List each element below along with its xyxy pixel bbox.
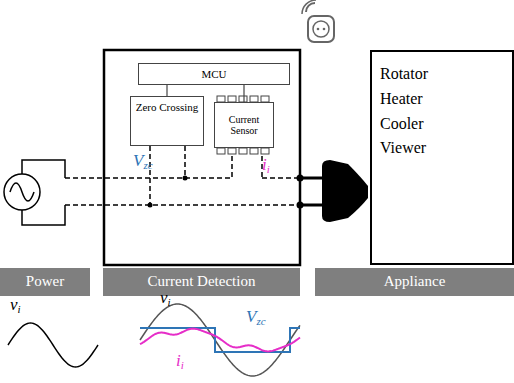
signal-name: vi (160, 289, 171, 308)
section-band: Current Detection (103, 268, 300, 296)
mains-wires (65, 146, 300, 205)
current-sensor-box: Current Sensor (214, 102, 274, 148)
sensor-pin (228, 148, 236, 154)
junction-dot (148, 203, 153, 208)
signal-name: vi (10, 296, 21, 315)
connector-line (243, 85, 244, 102)
plug-symbol (300, 160, 368, 222)
junction-dots (148, 175, 304, 209)
voltage-wave (8, 323, 98, 367)
node-text: Current Sensor (217, 114, 271, 137)
wifi-arc (306, 3, 315, 12)
socket-housing (308, 16, 334, 42)
signal-name: ii (176, 352, 184, 371)
plug-prong (300, 178, 324, 205)
voltage-wave (140, 304, 300, 376)
neutral-wire (65, 204, 300, 206)
ac-source-symbol (4, 174, 40, 210)
socket-face (313, 21, 329, 37)
sensor-pin (261, 148, 269, 154)
zc-wire (184, 146, 186, 178)
node-text: Appliance (384, 273, 446, 290)
node-text: Zero Crossing (136, 101, 199, 114)
ac-source-wave (10, 183, 34, 201)
socket-hole (317, 28, 320, 31)
smart-plug-icon (302, 0, 334, 42)
connector-line (166, 85, 167, 96)
appliance-box: Rotator Heater Cooler Viewer (370, 50, 514, 265)
mcu-box: MCU (138, 63, 290, 85)
node-text: Power (26, 273, 64, 290)
plug-body (322, 160, 368, 222)
signal-name: Vzc (133, 152, 153, 171)
device-housing (104, 50, 300, 265)
sensor-pin (217, 148, 225, 154)
sensor-pin (250, 148, 258, 154)
node-text: Rotator Heater Cooler Viewer (380, 62, 460, 161)
junction-dot (183, 176, 188, 181)
signal-name: Vzc (246, 308, 266, 327)
section-band: Appliance (315, 268, 514, 296)
section-band: Power (0, 268, 90, 296)
zero-crossing-wave (140, 328, 300, 352)
sensor-pin (239, 148, 247, 154)
signal-name: ii (262, 156, 270, 175)
wifi-arc (302, 0, 316, 14)
zc-wire (149, 146, 151, 205)
zero-crossing-box: Zero Crossing (130, 96, 204, 146)
node-text: MCU (201, 68, 226, 81)
socket-hole (323, 28, 326, 31)
current-wave (140, 329, 300, 352)
